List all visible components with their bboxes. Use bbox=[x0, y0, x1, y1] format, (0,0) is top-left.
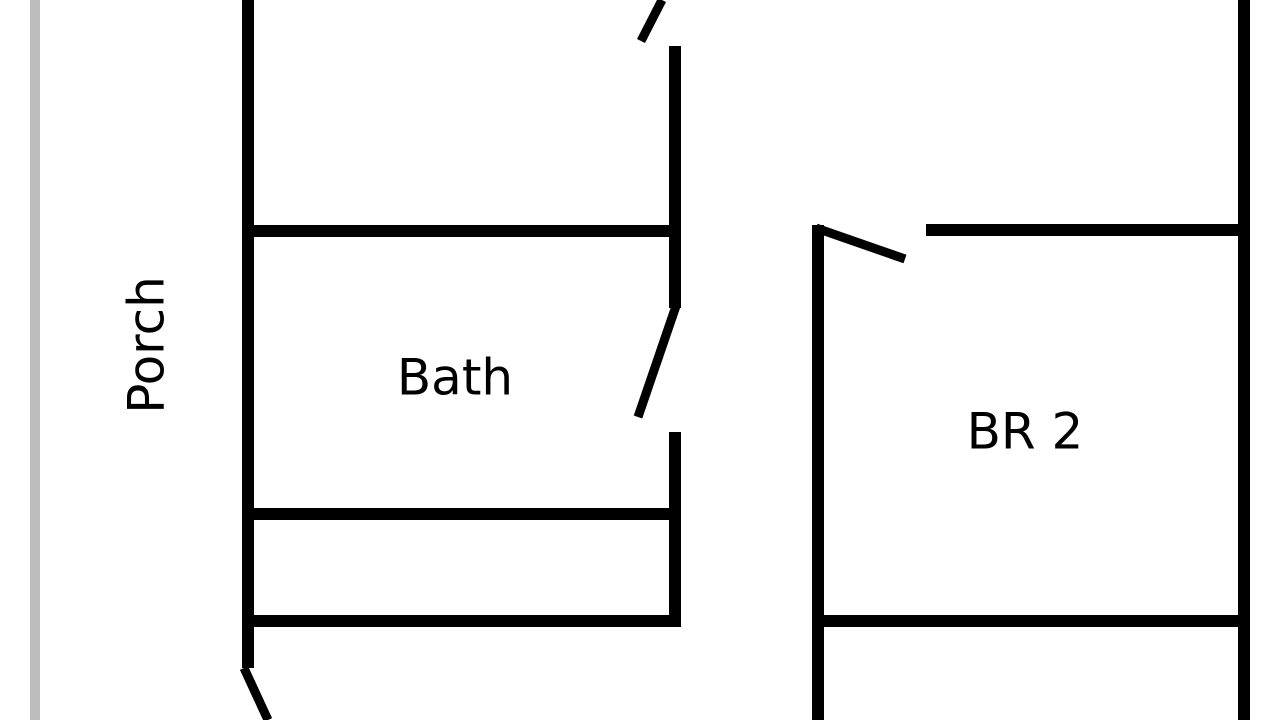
porch-label: Porch bbox=[118, 276, 176, 414]
bath-door-swing bbox=[633, 304, 681, 419]
br2-door-swing bbox=[814, 223, 907, 264]
bottom-left-door-swing bbox=[239, 666, 273, 720]
br2-label: BR 2 bbox=[967, 403, 1084, 461]
top-room-door-swing bbox=[636, 0, 667, 44]
bath-label: Bath bbox=[397, 349, 513, 407]
